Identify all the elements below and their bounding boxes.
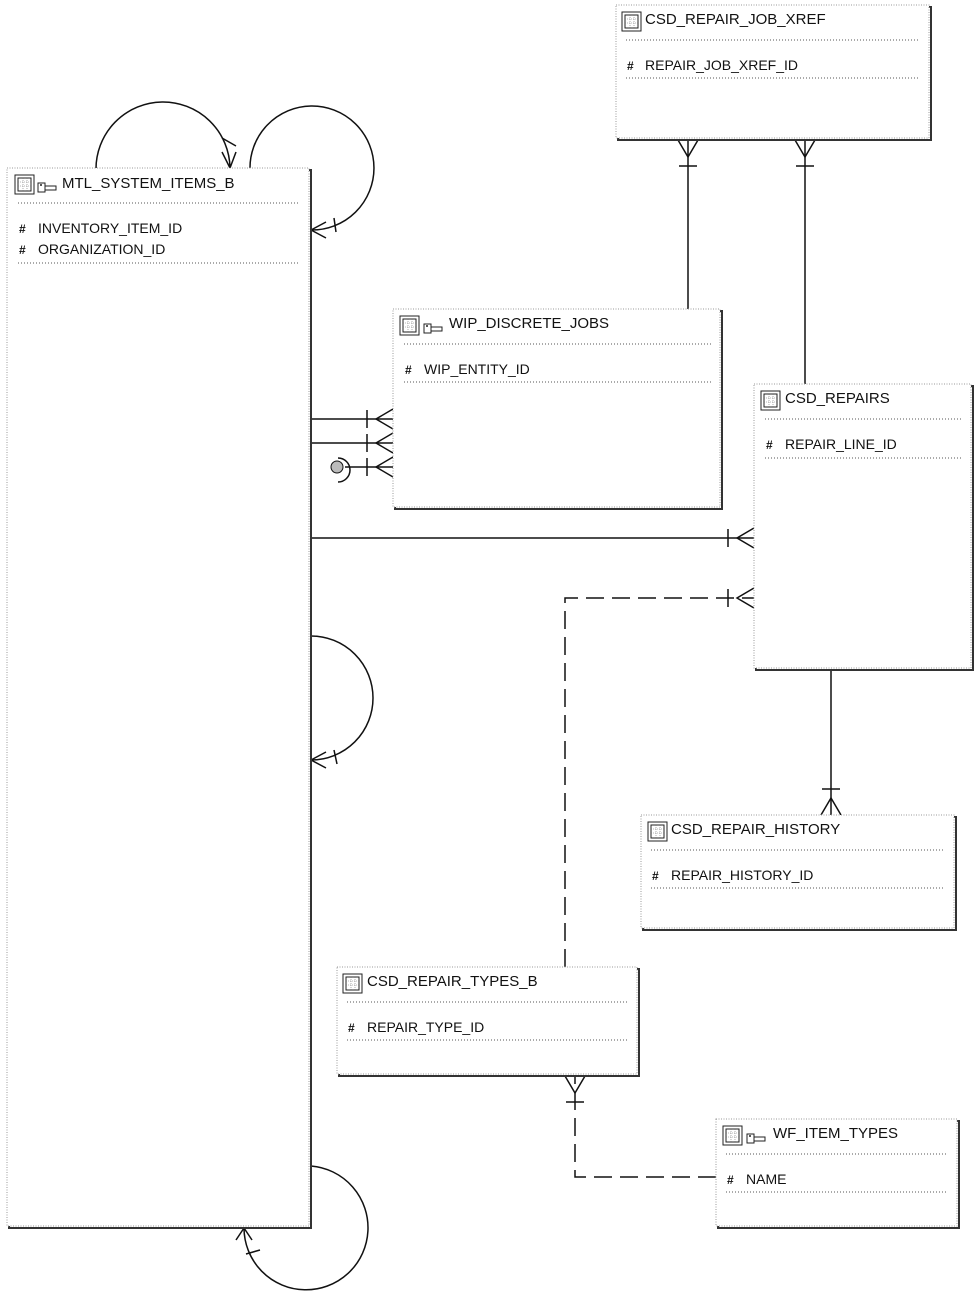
synonym-icon	[423, 323, 443, 334]
rel-mtl-self-top-left	[95, 101, 231, 171]
entity-title: WF_ITEM_TYPES	[773, 1125, 898, 1142]
entity-csd-repairs[interactable]: CSD_REPAIRS # REPAIR_LINE_ID	[753, 383, 974, 671]
key-hash-icon: #	[19, 222, 26, 236]
attribute: REPAIR_HISTORY_ID	[671, 867, 813, 883]
table-icon	[342, 973, 363, 994]
table-icon	[760, 390, 781, 411]
attribute: INVENTORY_ITEM_ID	[38, 220, 182, 236]
rel-mtl-self-middle	[310, 635, 374, 761]
entity-title: MTL_SYSTEM_ITEMS_B	[62, 175, 235, 192]
entity-title: CSD_REPAIR_JOB_XREF	[645, 11, 826, 28]
table-icon	[399, 315, 420, 336]
entity-csd-repair-job-xref[interactable]: CSD_REPAIR_JOB_XREF # REPAIR_JOB_XREF_ID	[615, 4, 932, 141]
table-icon	[621, 11, 642, 32]
key-hash-icon: #	[627, 59, 634, 73]
crowfoot-mtl-self-middle	[310, 749, 338, 769]
crowfoot-mtl-self-top-left	[221, 137, 237, 169]
attribute: REPAIR_TYPE_ID	[367, 1019, 484, 1035]
key-hash-icon: #	[766, 438, 773, 452]
crowfoot-xref-wip	[677, 139, 699, 167]
crowfoot-mtl-self-bottom	[235, 1227, 261, 1255]
relationships	[95, 101, 842, 1291]
key-hash-icon: #	[405, 363, 412, 377]
synonym-icon	[37, 182, 57, 193]
key-hash-icon: #	[348, 1021, 355, 1035]
optional-circle-mtl-wip-3	[330, 460, 344, 474]
synonym-icon	[746, 1133, 766, 1144]
entity-csd-repair-types-b[interactable]: CSD_REPAIR_TYPES_B # REPAIR_TYPE_ID	[336, 966, 640, 1077]
entity-wip-discrete-jobs[interactable]: WIP_DISCRETE_JOBS # WIP_ENTITY_ID	[392, 308, 723, 510]
table-icon	[14, 174, 35, 195]
rel-wf-types	[574, 1076, 716, 1178]
crowfoot-xref-repairs	[794, 139, 816, 167]
crowfoot-types-repairs	[727, 587, 755, 609]
entity-csd-repair-history[interactable]: CSD_REPAIR_HISTORY # REPAIR_HISTORY_ID	[640, 814, 957, 931]
crowfoot-repairs-history	[820, 788, 842, 816]
entity-title: CSD_REPAIRS	[785, 390, 890, 407]
crowfoot-mtl-csd-repairs	[727, 527, 755, 549]
entity-wf-item-types[interactable]: WF_ITEM_TYPES # NAME	[715, 1118, 960, 1229]
rel-types-repairs	[564, 597, 754, 967]
crowfoot-wf-types	[564, 1075, 586, 1103]
attribute: ORGANIZATION_ID	[38, 241, 165, 257]
attribute: NAME	[746, 1171, 786, 1187]
attribute: REPAIR_JOB_XREF_ID	[645, 57, 798, 73]
entity-title: CSD_REPAIR_HISTORY	[671, 821, 840, 838]
key-hash-icon: #	[19, 243, 26, 257]
entity-title: CSD_REPAIR_TYPES_B	[367, 973, 538, 990]
key-hash-icon: #	[652, 869, 659, 883]
key-hash-icon: #	[727, 1173, 734, 1187]
attribute: REPAIR_LINE_ID	[785, 436, 897, 452]
rel-mtl-self-bottom	[243, 1165, 369, 1291]
attribute: WIP_ENTITY_ID	[424, 361, 530, 377]
crowfoot-mtl-wip-3	[337, 456, 394, 483]
crowfoot-mtl-wip-2	[366, 432, 394, 454]
crowfoot-mtl-wip-1	[366, 408, 394, 430]
table-icon	[722, 1125, 743, 1146]
rel-mtl-self-top-right	[249, 105, 375, 231]
entity-title: WIP_DISCRETE_JOBS	[449, 315, 609, 332]
table-icon	[647, 821, 668, 842]
entity-mtl-system-items-b[interactable]: MTL_SYSTEM_ITEMS_B # INVENTORY_ITEM_ID #…	[6, 167, 312, 1229]
crowfoot-mtl-self-top-right	[310, 217, 337, 239]
